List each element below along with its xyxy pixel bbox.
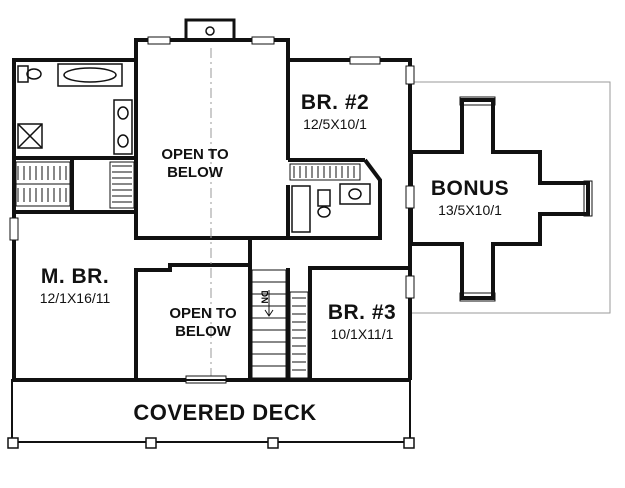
br2-name: BR. #2: [300, 91, 370, 114]
bonus-windows: [459, 96, 593, 302]
bonus-room-outline: [410, 81, 611, 314]
toilet: [17, 65, 42, 83]
open-to-below-lower: OPEN TO BELOW: [158, 305, 248, 341]
top-windows: [147, 36, 415, 85]
mbr-name: M. BR.: [40, 265, 110, 288]
mbr-dims: 12/1X16/11: [39, 290, 111, 306]
deck-posts: [7, 437, 415, 449]
room-label-master: M. BR. 12/1X16/11: [25, 266, 125, 305]
open-lower-line1: OPEN TO: [169, 305, 237, 322]
room-label-bonus: BONUS 13/5X10/1: [420, 178, 520, 217]
bonus-name: BONUS: [430, 177, 510, 200]
covered-deck: [11, 379, 411, 443]
open-upper-line1: OPEN TO: [161, 146, 229, 163]
chimney: [184, 18, 236, 42]
br2-dims: 12/5X10/1: [303, 116, 367, 132]
stair: [251, 269, 287, 379]
covered-deck-label: COVERED DECK: [133, 400, 317, 425]
open-upper-line2: BELOW: [167, 164, 223, 181]
open-lower-line2: BELOW: [175, 323, 231, 340]
closets: [15, 161, 361, 379]
hall-bath-fixtures: [291, 183, 371, 233]
br3-dims: 10/1X11/1: [330, 326, 394, 342]
bathtub: [57, 63, 123, 87]
stair-dn-label: DN: [259, 290, 270, 304]
open-to-below-upper: OPEN TO BELOW: [150, 146, 240, 182]
bonus-dims: 13/5X10/1: [438, 202, 502, 218]
room-label-br2: BR. #2 12/5X10/1: [300, 92, 370, 131]
br3-name: BR. #3: [327, 301, 397, 324]
shower: [17, 123, 43, 149]
room-label-br3: BR. #3 10/1X11/1: [316, 302, 408, 341]
vanity: [113, 99, 133, 155]
